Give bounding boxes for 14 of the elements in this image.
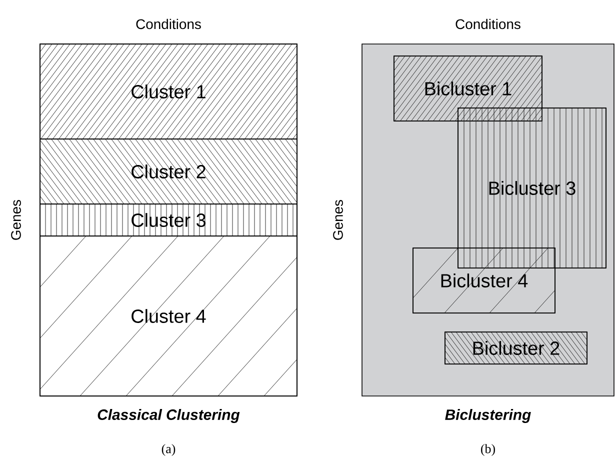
cluster-band: Cluster 3 [40, 204, 298, 236]
cluster-band: Cluster 4 [40, 236, 298, 396]
axis-label: Conditions [456, 18, 520, 30]
bicluster-region: Bicluster 4 [412, 248, 556, 314]
bicluster-region: Bicluster 3 [458, 108, 606, 268]
cluster-band: Cluster 1 [40, 44, 298, 140]
panel-caption: (b) [481, 444, 495, 456]
panel-caption: (a) [162, 444, 176, 456]
panel-frame [40, 44, 298, 396]
panel-title: Classical Clustering [98, 409, 240, 423]
panel-title: Biclustering [445, 409, 531, 423]
axis-label: Genes [11, 200, 21, 240]
axis-label: Genes [333, 200, 343, 240]
axis-label: Conditions [136, 18, 201, 30]
